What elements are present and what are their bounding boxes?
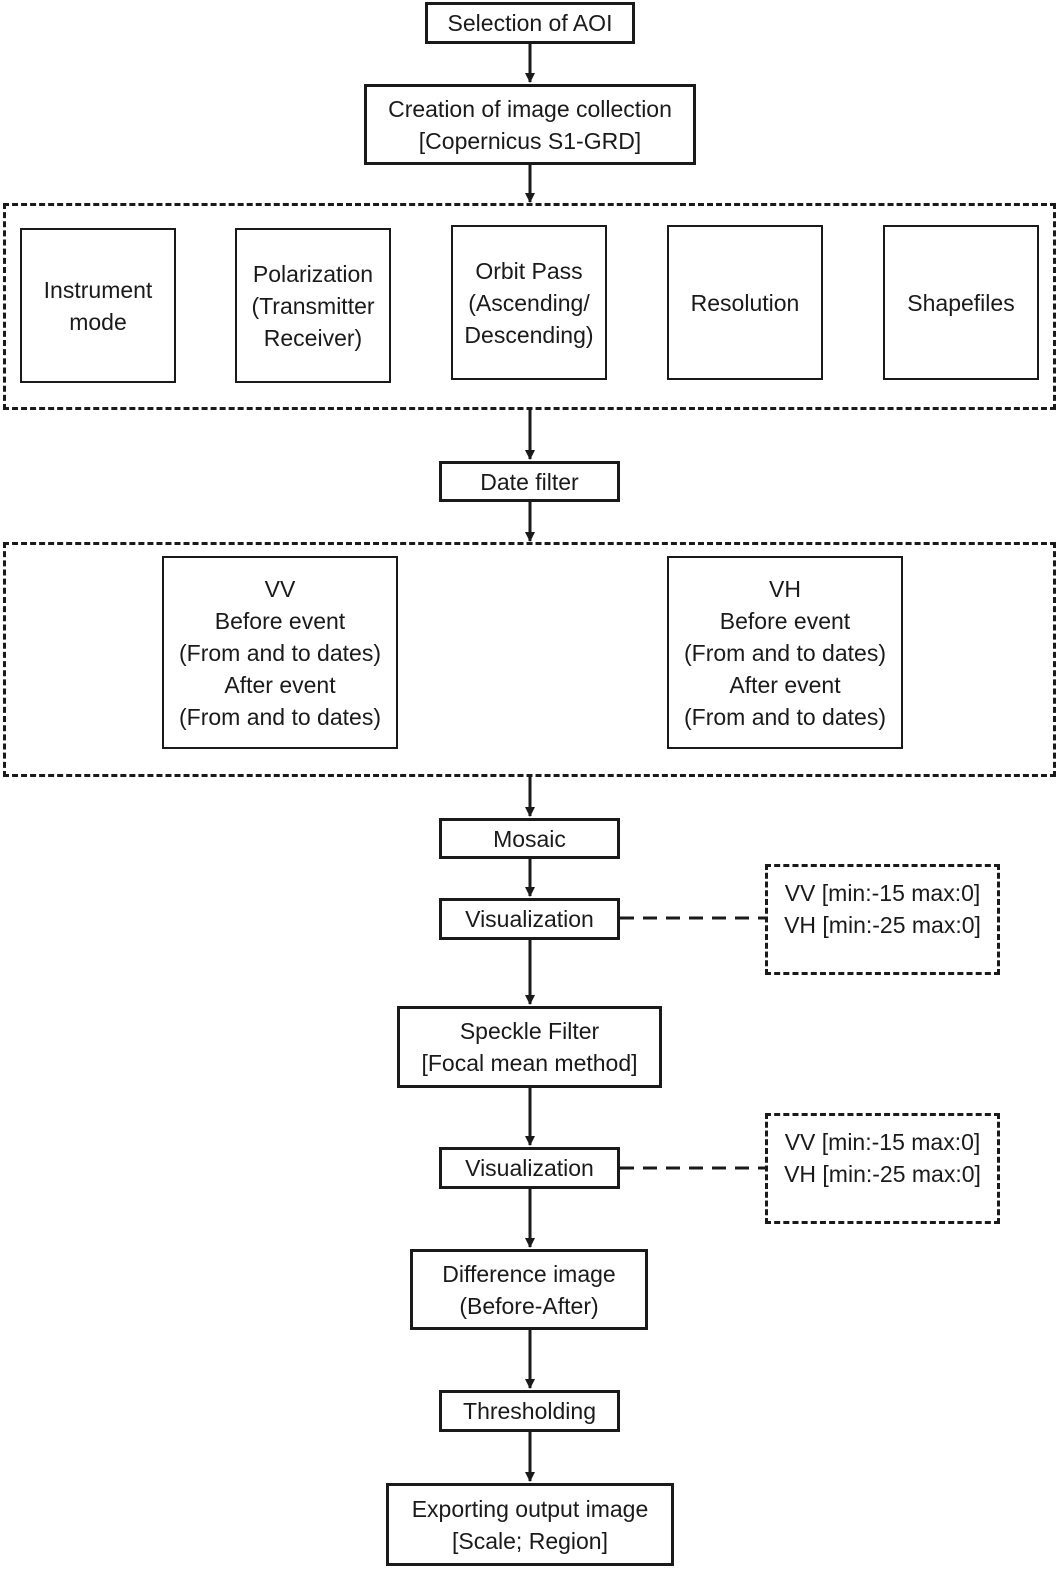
speckle-line-1: Speckle Filter — [459, 1018, 600, 1044]
difference-image-box: Difference image (Before-After) — [410, 1249, 648, 1330]
vh-line-4: After event — [729, 671, 841, 698]
visualization-2-line-1: Visualization — [465, 1155, 594, 1181]
visualization-box-1: Visualization — [439, 898, 620, 940]
resolution-box: Resolution — [667, 225, 823, 380]
date-filter-box: Date filter — [439, 461, 620, 502]
vh-line-2: Before event — [719, 607, 851, 634]
shapefiles-line-1: Shapefiles — [907, 289, 1015, 316]
orbit-line-2: (Ascending/ — [468, 289, 590, 316]
note-1-line-1: VV [min:-15 max:0] — [784, 880, 981, 906]
polarization-line-1: Polarization — [252, 260, 374, 287]
instrument-line-1: Instrument — [43, 276, 153, 303]
orbit-line-3: Descending) — [464, 321, 594, 348]
polarization-line-3: Receiver) — [263, 324, 363, 351]
polarization-line-2: (Transmitter — [251, 292, 375, 319]
vh-dates-box: VH Before event (From and to dates) Afte… — [667, 556, 903, 749]
vv-line-1: VV — [264, 575, 296, 602]
thresholding-line-1: Thresholding — [463, 1398, 596, 1424]
orbit-pass-box: Orbit Pass (Ascending/ Descending) — [451, 225, 607, 380]
visualization-params-note-2: VV [min:-15 max:0] VH [min:-25 max:0] — [765, 1113, 1000, 1224]
instrument-mode-box: Instrument mode — [20, 228, 176, 383]
vv-line-3: (From and to dates) — [179, 639, 381, 666]
vv-line-4: After event — [224, 671, 336, 698]
collection-line-1: Creation of image collection — [388, 95, 672, 122]
date-filter-line-1: Date filter — [480, 468, 579, 495]
visualization-box-2: Visualization — [439, 1147, 620, 1189]
vv-line-5: (From and to dates) — [179, 703, 381, 730]
speckle-filter-box: Speckle Filter [Focal mean method] — [397, 1006, 662, 1088]
aoi-line-1: Selection of AOI — [447, 10, 613, 36]
export-line-2: [Scale; Region] — [452, 1527, 608, 1554]
selection-of-aoi-box: Selection of AOI — [425, 2, 635, 44]
collection-line-2: [Copernicus S1-GRD] — [418, 127, 642, 154]
difference-line-1: Difference image — [442, 1260, 616, 1287]
difference-line-2: (Before-After) — [459, 1292, 599, 1319]
export-line-1: Exporting output image — [411, 1495, 649, 1522]
visualization-params-note-1: VV [min:-15 max:0] VH [min:-25 max:0] — [765, 864, 1000, 975]
image-collection-box: Creation of image collection [Copernicus… — [364, 84, 696, 165]
shapefiles-box: Shapefiles — [883, 225, 1039, 380]
vh-line-5: (From and to dates) — [684, 703, 886, 730]
note-2-line-1: VV [min:-15 max:0] — [784, 1129, 981, 1155]
instrument-line-2: mode — [69, 308, 127, 335]
speckle-line-2: [Focal mean method] — [421, 1050, 638, 1076]
filter-group — [3, 203, 1056, 410]
polarization-box: Polarization (Transmitter Receiver) — [235, 228, 391, 383]
note-2-line-2: VH [min:-25 max:0] — [784, 1161, 981, 1187]
vv-line-2: Before event — [214, 607, 346, 634]
mosaic-line-1: Mosaic — [493, 825, 566, 852]
polarization-date-group — [3, 542, 1056, 777]
vh-line-3: (From and to dates) — [684, 639, 886, 666]
mosaic-box: Mosaic — [439, 818, 620, 859]
thresholding-box: Thresholding — [439, 1390, 620, 1432]
vh-line-1: VH — [769, 575, 801, 602]
export-output-box: Exporting output image [Scale; Region] — [386, 1483, 674, 1566]
resolution-line-1: Resolution — [690, 289, 800, 316]
vv-dates-box: VV Before event (From and to dates) Afte… — [162, 556, 398, 749]
orbit-line-1: Orbit Pass — [475, 257, 583, 284]
note-1-line-2: VH [min:-25 max:0] — [784, 912, 981, 938]
visualization-1-line-1: Visualization — [465, 906, 594, 932]
